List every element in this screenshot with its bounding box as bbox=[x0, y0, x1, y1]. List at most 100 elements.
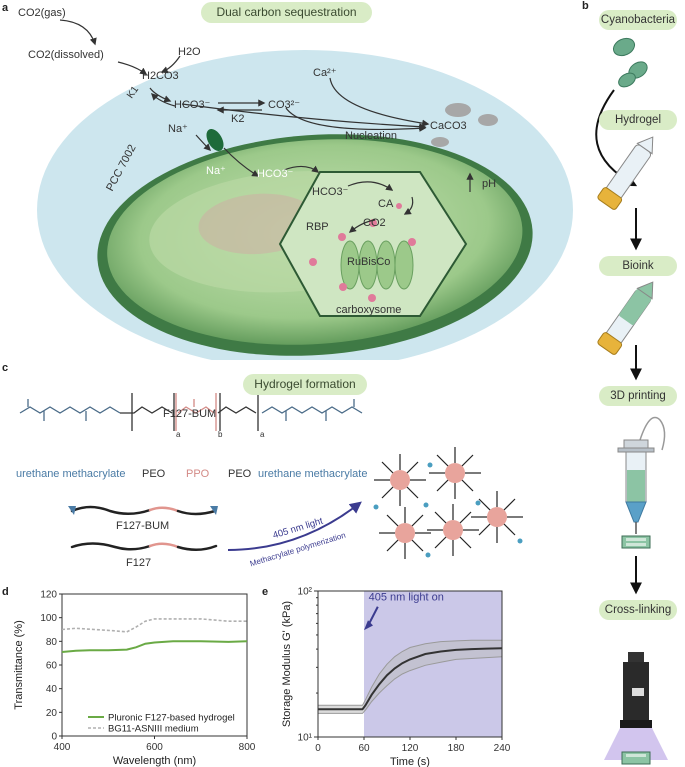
y-tick-label: 100 bbox=[40, 613, 57, 624]
step-hydrogel: Hydrogel bbox=[599, 110, 677, 130]
peo-right-label: PEO bbox=[228, 468, 252, 480]
ca-ion-label: Ca²⁺ bbox=[313, 67, 337, 79]
y-tick-label: 0 bbox=[51, 732, 57, 743]
bioink-tube bbox=[597, 281, 654, 355]
panel-label-b: b bbox=[582, 0, 589, 12]
carboxysome-label: carboxysome bbox=[336, 304, 402, 316]
caco3-particles bbox=[431, 103, 498, 147]
panel-e: 0 60 120 180 240 10¹ 10² Time (s) Storage Modulu… bbox=[262, 586, 580, 767]
error-band bbox=[318, 640, 502, 714]
x-tick-label: 400 bbox=[54, 742, 71, 753]
workflow-illustration bbox=[595, 37, 668, 765]
subscript-a-right: a bbox=[260, 430, 265, 439]
y-axis-label: Transmittance (%) bbox=[13, 620, 25, 709]
x-tick-label: 180 bbox=[448, 743, 465, 754]
ca-enzyme-label: CA bbox=[378, 198, 394, 210]
methacrylate-end-right bbox=[210, 506, 218, 515]
storage-modulus-chart: 0 60 120 180 240 10¹ 10² Time (s) Storage Modulu… bbox=[281, 587, 511, 767]
y-tick-label: 20 bbox=[46, 708, 58, 719]
panel-b: Cyanobacteria Hydrogel Bioink 3D printin… bbox=[580, 0, 685, 767]
panel-label-a: a bbox=[2, 2, 9, 14]
polymerization-arrow bbox=[227, 501, 362, 551]
printed-scaffold-1 bbox=[621, 535, 651, 549]
f127-bum-chain bbox=[70, 505, 217, 516]
lower-bound-line bbox=[318, 656, 503, 714]
legend-label-2: BG11-ASNIII medium bbox=[108, 724, 199, 735]
syringe bbox=[617, 416, 666, 534]
subscript-a-left: a bbox=[176, 430, 181, 439]
step-bioink: Bioink bbox=[599, 256, 677, 276]
x-tick-label: 600 bbox=[146, 742, 163, 753]
x-axis-label: Time (s) bbox=[390, 756, 430, 767]
peo-left-label: PEO bbox=[142, 468, 166, 480]
nucleation-label: Nucleation bbox=[345, 130, 397, 142]
hydrogel-tube bbox=[597, 136, 654, 210]
k2-label: K2 bbox=[231, 113, 245, 125]
carboxysome-hexagon bbox=[278, 171, 468, 317]
na-out-label: Na⁺ bbox=[168, 123, 188, 135]
y-tick-label: 10² bbox=[298, 587, 313, 598]
y-tick-label: 60 bbox=[46, 661, 58, 672]
panel-label-d: d bbox=[2, 586, 9, 598]
step-cyanobacteria: Cyanobacteria bbox=[599, 10, 677, 30]
light-on-annotation: 405 nm light on bbox=[369, 592, 444, 604]
y-tick-label: 80 bbox=[46, 637, 58, 648]
light-on-arrowhead bbox=[364, 620, 373, 631]
series-line-1 bbox=[61, 640, 248, 653]
hco3-carboxysome-label: HCO3⁻ bbox=[312, 186, 349, 198]
f127-bum-top-label: F127-BUM bbox=[163, 408, 217, 420]
x-tick-label: 240 bbox=[494, 743, 511, 754]
step-3d-printing: 3D printing bbox=[599, 386, 677, 406]
co2-gas-label: CO2(gas) bbox=[18, 7, 66, 19]
methacrylate-end-left bbox=[68, 506, 76, 515]
micelle-network bbox=[373, 447, 523, 559]
ph-label: pH bbox=[482, 178, 497, 190]
rbp-label: RBP bbox=[306, 221, 329, 233]
legend-label-1: Pluronic F127-based hydrogel bbox=[108, 713, 235, 724]
upper-bound-line bbox=[318, 639, 502, 706]
x-tick-label: 60 bbox=[358, 743, 370, 754]
panel-label-c: c bbox=[2, 362, 9, 374]
y-tick-label: 40 bbox=[46, 684, 58, 695]
h2o-label: H2O bbox=[178, 46, 201, 58]
co3-label: CO3²⁻ bbox=[268, 99, 301, 111]
na-in-label: Na⁺ bbox=[206, 165, 226, 177]
rubisco-label: RuBisCo bbox=[347, 256, 391, 268]
panel-a-title: Dual carbon sequestration bbox=[201, 2, 372, 23]
y-axis-label: Storage Modulus G' (kPa) bbox=[281, 601, 293, 727]
carbon-sequestration-diagram bbox=[37, 19, 573, 360]
co2-carboxysome-label: CO2 bbox=[363, 217, 386, 229]
hco3-label: HCO3⁻ bbox=[174, 99, 211, 111]
f127-bum-structure bbox=[19, 393, 363, 431]
ppo-label: PPO bbox=[186, 468, 210, 480]
urethane-left-label: urethane methacrylate bbox=[16, 468, 126, 480]
hydrogel-formation-diagram bbox=[19, 393, 523, 559]
rubisco-cluster bbox=[340, 240, 414, 290]
f127-chain-label: F127 bbox=[126, 557, 152, 569]
subscript-b: b bbox=[218, 430, 223, 439]
uv-lamp bbox=[604, 652, 668, 760]
y-tick-label: 120 bbox=[40, 590, 57, 601]
caco3-label: CaCO3 bbox=[430, 120, 467, 132]
co2-dissolved-label: CO2(dissolved) bbox=[28, 49, 104, 61]
h2co3-label: H2CO3 bbox=[142, 70, 179, 82]
x-tick-label: 800 bbox=[239, 742, 256, 753]
panel-label-e: e bbox=[262, 586, 269, 598]
panel-c: Hydrogel formation F127-BUM urethane met… bbox=[0, 365, 575, 580]
rbp-dots bbox=[309, 203, 416, 302]
x-axis-label: Wavelength (nm) bbox=[113, 755, 196, 767]
x-tick-label: 120 bbox=[402, 743, 419, 754]
series-line-2 bbox=[61, 618, 247, 633]
x-tick-label: 0 bbox=[315, 743, 321, 754]
y-tick-label: 10¹ bbox=[298, 733, 313, 744]
panel-a: Dual carbon sequestration CO2(gas) CO2(d… bbox=[0, 0, 575, 360]
mean-line bbox=[318, 647, 503, 711]
printed-scaffold-2 bbox=[621, 751, 651, 765]
urethane-right-label: urethane methacrylate bbox=[258, 468, 368, 480]
hco3-in-label: HCO3⁻ bbox=[257, 168, 294, 180]
panel-c-title: Hydrogel formation bbox=[243, 374, 367, 395]
f127-bum-chain-label: F127-BUM bbox=[116, 520, 170, 532]
f127-chain bbox=[70, 542, 218, 551]
